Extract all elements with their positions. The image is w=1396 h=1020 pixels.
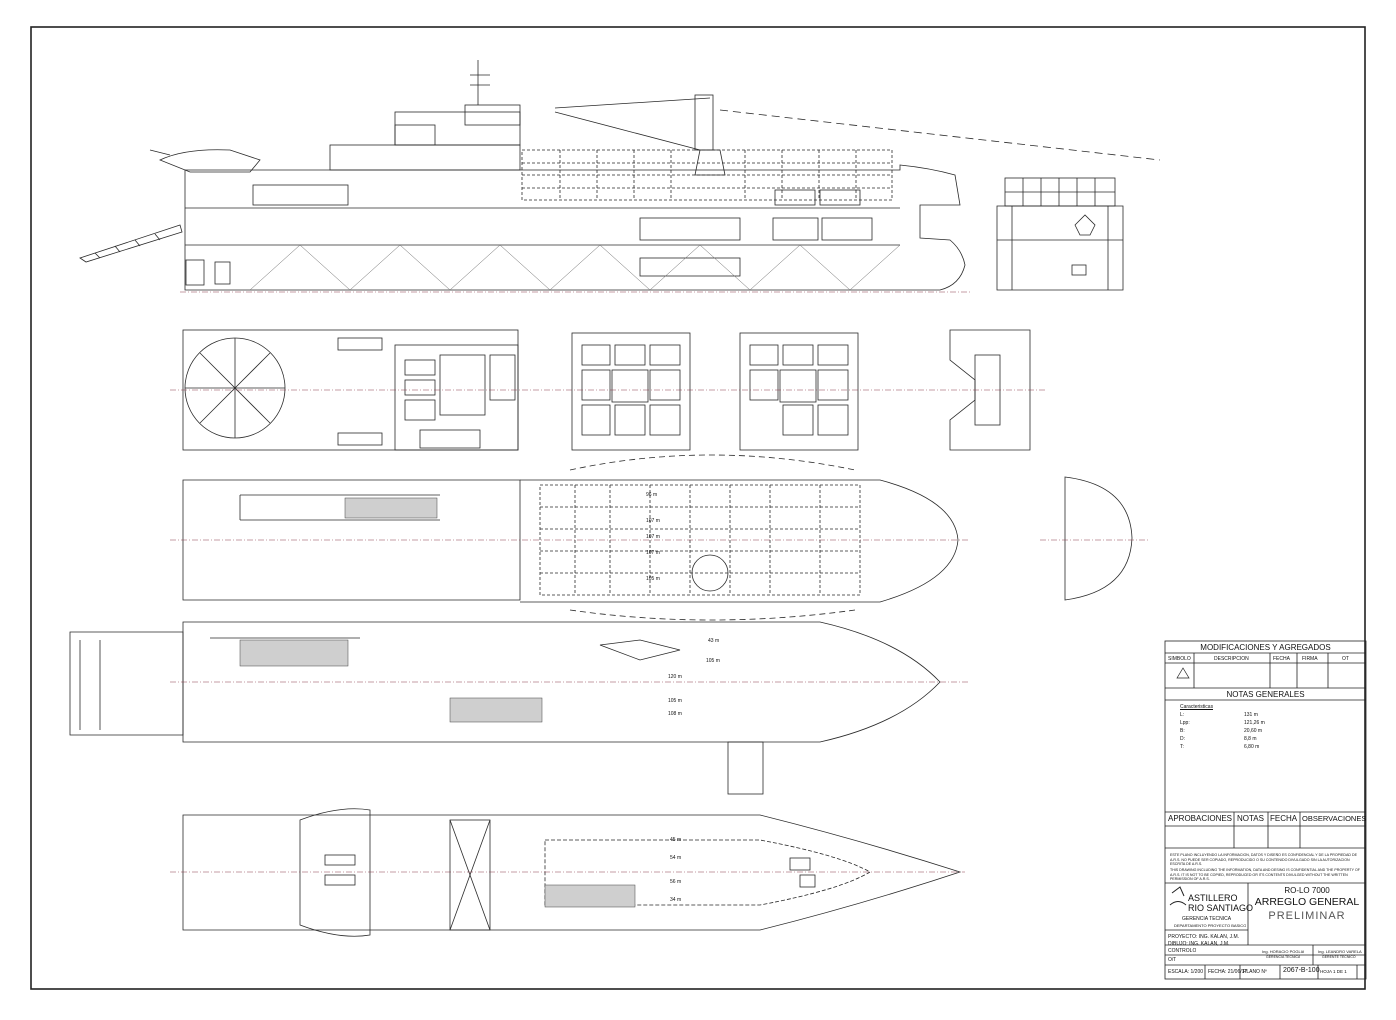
mod-col-ot: OT: [1342, 656, 1349, 662]
revision-triangle-icon: [1176, 667, 1190, 679]
char-key-3: B:: [1180, 728, 1185, 734]
scale-cell: ESCALA: 1/200: [1168, 969, 1204, 975]
char-val-3: 20,60 m: [1244, 728, 1263, 734]
project-code: RO-LO 7000: [1284, 886, 1330, 895]
plano-number: 2067-B-100: [1283, 967, 1320, 974]
char-val-1: 131 m: [1244, 712, 1258, 718]
modifications-header: MODIFICACIONES Y AGREGADOS: [1200, 643, 1331, 652]
hatched-ramp-4: [544, 884, 636, 908]
signature-1-role: GERENCIA TECNICA: [1266, 955, 1301, 959]
mod-col-symbol: SIMBOLO: [1168, 656, 1191, 662]
hold-label-4: 34 m: [670, 897, 682, 903]
profile-view: [79, 60, 1161, 291]
date-cell: FECHA: 21/06/17: [1208, 969, 1248, 975]
main-deck-label-5: 108 m: [668, 711, 682, 717]
hatched-ramp-3: [449, 697, 543, 723]
sheet-number: HOJA 1 DE 1: [1320, 969, 1347, 974]
approvals-col-date: FECHA: [1270, 814, 1298, 823]
hold-label-1: 45 m: [670, 837, 682, 843]
signature-2-role: GERENTE TECNICO: [1322, 955, 1356, 959]
signature-2-name: Ing. LEANDRO VARELA: [1318, 949, 1362, 954]
disclaimer-en: THIS DRAWING INCLUDING THE INFORMATION, …: [1170, 868, 1360, 882]
lower-hold-plan: [182, 808, 962, 937]
char-key-5: T:: [1180, 744, 1184, 750]
approvals-col-approvals: APROBACIONES: [1168, 814, 1233, 823]
drawing-status: PRELIMINAR: [1268, 910, 1346, 922]
proyecto-line: PROYECTO: ING. KALAN, J.M.: [1168, 934, 1240, 940]
characteristics-title: Caracteristicas: [1180, 704, 1214, 710]
disclaimer-es: ESTE PLANO INCLUYENDO LA INFORMACION, DA…: [1170, 853, 1357, 867]
ot-line: O/T: [1168, 957, 1177, 963]
mod-col-description: DESCRIPCION: [1214, 656, 1249, 662]
title-block-grid: [1164, 640, 1367, 980]
char-val-4: 8,8 m: [1244, 736, 1257, 742]
main-deck-label-2: 105 m: [706, 658, 720, 664]
signature-1-name: Ing. HORACIO POGLIA: [1262, 949, 1305, 954]
main-deck-label-3: 120 m: [668, 674, 682, 680]
approvals-col-notes: NOTAS: [1237, 814, 1264, 823]
char-key-1: L:: [1180, 712, 1185, 718]
tank-top-label-1: 96 m: [646, 492, 658, 498]
notes-header: NOTAS GENERALES: [1226, 690, 1305, 699]
main-deck-plan: [69, 621, 941, 795]
approvals-col-observations: OBSERVACIONES: [1302, 814, 1367, 823]
company-name-line2: RIO SANTIAGO: [1188, 903, 1254, 913]
tank-top-label-5: 105 m: [646, 576, 660, 582]
transverse-section-view: [996, 177, 1124, 291]
department-2: DEPARTAMENTO PROYECTO BASICO: [1174, 923, 1247, 928]
department-1: GERENCIA TECNICA: [1182, 916, 1232, 922]
plano-label: PLANO Nº: [1243, 969, 1267, 975]
main-deck-label-4: 105 m: [668, 698, 682, 704]
hold-label-2: 54 m: [670, 855, 682, 861]
char-key-4: D:: [1180, 736, 1185, 742]
tank-top-label-2: 107 m: [646, 518, 660, 524]
mod-col-date: FECHA: [1273, 656, 1290, 662]
company-name-line1: ASTILLERO: [1188, 893, 1238, 903]
drawing-title: ARREGLO GENERAL: [1254, 896, 1360, 908]
shipyard-logo: [1169, 886, 1187, 906]
char-val-2: 121,26 m: [1244, 720, 1265, 726]
main-deck-label-1: 43 m: [708, 638, 720, 644]
tank-top-label-3: 107 m: [646, 534, 660, 540]
mod-col-signature: FIRMA: [1302, 656, 1318, 662]
bridge-deck-plans: [182, 329, 1031, 451]
dibujo-line: DIBUJO: ING. KALAN, J.M.: [1168, 941, 1230, 947]
hatched-ramp-2: [239, 639, 349, 667]
control-line: CONTROLO: [1168, 948, 1197, 954]
char-key-2: Lpp:: [1180, 720, 1190, 726]
hold-label-3: 56 m: [670, 879, 682, 885]
container-deck-plan: [182, 454, 1133, 621]
hatched-ramp-1: [344, 497, 438, 519]
tank-top-label-4: 107 m: [646, 550, 660, 556]
char-val-5: 6,80 m: [1244, 744, 1260, 750]
drawing-frame: [30, 26, 1366, 990]
